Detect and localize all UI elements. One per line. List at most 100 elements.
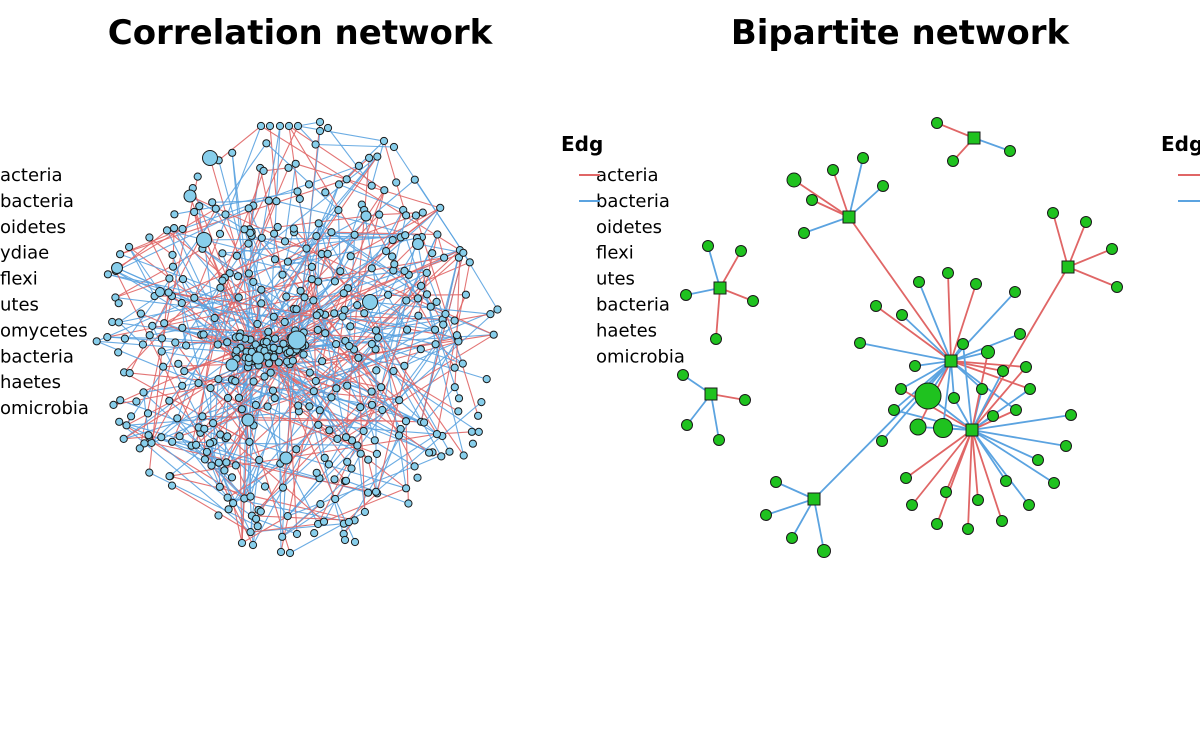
correlation-node: [388, 236, 397, 245]
correlation-node: [338, 312, 347, 321]
correlation-node: [235, 332, 244, 341]
bipartite-edge: [848, 157, 864, 218]
correlation-node: [323, 249, 332, 258]
correlation-edge: [313, 390, 338, 440]
correlation-node: [263, 352, 272, 361]
correlation-edge: [357, 357, 366, 513]
correlation-node: [412, 238, 424, 250]
correlation-node: [116, 396, 125, 405]
bipartite-hub-node: [713, 281, 727, 295]
middle-edge-legend-title: Edg: [561, 132, 603, 156]
correlation-node: [168, 437, 177, 446]
correlation-node: [145, 468, 154, 477]
bipartite-edge: [793, 179, 850, 218]
correlation-node: [493, 305, 502, 314]
bipartite-leaf-node: [906, 499, 918, 511]
bipartite-edge: [967, 429, 973, 530]
correlation-edge: [375, 330, 400, 401]
bipartite-edge: [950, 360, 1031, 390]
correlation-edge: [281, 228, 295, 275]
correlation-node: [354, 353, 363, 362]
bipartite-leaf-node: [981, 345, 995, 359]
correlation-node: [465, 258, 474, 267]
correlation-edge: [176, 417, 245, 499]
correlation-node: [293, 121, 303, 131]
correlation-node: [111, 262, 123, 274]
correlation-edge: [269, 125, 277, 202]
correlation-node: [279, 451, 293, 465]
correlation-node: [164, 288, 173, 297]
correlation-node: [232, 251, 241, 260]
bipartite-edge: [1067, 248, 1113, 268]
correlation-node: [296, 286, 305, 295]
correlation-node: [279, 339, 288, 348]
correlation-node: [145, 233, 154, 242]
correlation-node: [190, 293, 199, 302]
bipartite-leaf-node: [876, 435, 888, 447]
correlation-node: [143, 409, 153, 418]
bipartite-leaf-node: [972, 494, 984, 506]
bipartite-leaf-node: [747, 295, 759, 307]
correlation-node: [280, 317, 289, 327]
bipartite-leaf-node: [931, 117, 943, 129]
correlation-node: [200, 455, 209, 464]
correlation-node: [234, 293, 243, 302]
correlation-edge: [288, 125, 385, 191]
correlation-node: [233, 272, 243, 281]
correlation-node: [253, 522, 262, 531]
bipartite-taxa-legend-label: bacteria: [596, 295, 670, 316]
correlation-node: [246, 528, 255, 537]
correlation-node: [378, 405, 387, 415]
bipartite-edge: [765, 498, 815, 516]
correlation-edge: [115, 296, 274, 318]
bipartite-edge: [832, 169, 850, 218]
correlation-node: [257, 299, 266, 308]
correlation-edge: [239, 252, 464, 338]
correlation-node: [373, 152, 382, 161]
correlation-node: [330, 475, 339, 484]
correlation-node: [401, 417, 411, 426]
correlation-node: [132, 397, 141, 406]
correlation-edge: [171, 235, 317, 297]
correlation-node: [224, 505, 233, 514]
correlation-node: [312, 468, 321, 477]
correlation-edge: [393, 370, 442, 457]
bipartite-edge: [715, 287, 721, 340]
correlation-node: [425, 448, 434, 457]
correlation-node: [168, 250, 177, 259]
bipartite-leaf-node: [680, 289, 692, 301]
bipartite-edge: [893, 409, 973, 431]
correlation-node: [394, 431, 404, 440]
correlation-edge: [203, 239, 219, 345]
correlation-edge: [442, 249, 461, 320]
correlation-edge: [263, 167, 289, 172]
correlation-node: [251, 351, 265, 365]
bipartite-leaf-node: [877, 180, 889, 192]
correlation-node: [293, 187, 302, 196]
correlation-node: [411, 211, 420, 220]
correlation-node: [218, 276, 227, 285]
correlation-node: [367, 400, 377, 409]
correlation-node: [410, 175, 419, 184]
bipartite-leaf-node: [888, 404, 900, 416]
bipartite-edge: [859, 342, 952, 362]
correlation-node: [269, 343, 278, 352]
bipartite-edge: [971, 429, 1055, 484]
correlation-node: [246, 228, 255, 237]
correlation-node: [307, 262, 316, 271]
correlation-legend-label: flexi: [0, 269, 38, 290]
correlation-edge: [248, 362, 255, 426]
correlation-node: [199, 330, 208, 339]
correlation-node: [389, 366, 398, 376]
correlation-edge: [241, 515, 288, 544]
correlation-edge: [454, 294, 467, 321]
bipartite-edge: [971, 429, 1003, 522]
correlation-edge: [335, 348, 376, 389]
correlation-edge: [148, 434, 234, 504]
correlation-node: [461, 290, 470, 299]
correlation-node: [256, 507, 265, 516]
correlation-edge: [297, 405, 407, 489]
correlation-legend-label: oidetes: [0, 217, 66, 238]
correlation-node: [365, 153, 374, 162]
